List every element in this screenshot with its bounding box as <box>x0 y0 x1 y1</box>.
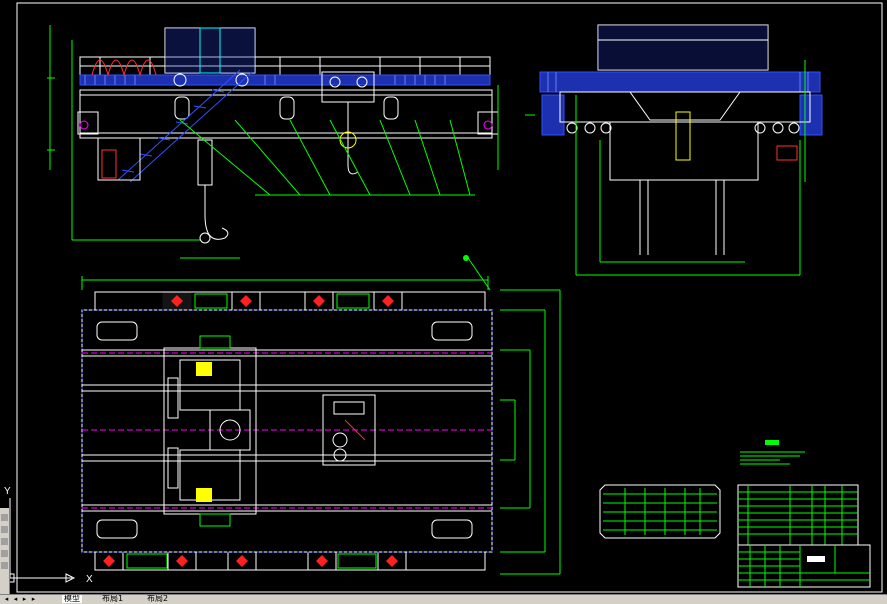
tab-layout-1[interactable]: 布局1 <box>102 594 124 603</box>
left-toolbar <box>0 508 10 594</box>
toolbar-tool-icon[interactable] <box>1 514 8 521</box>
title-block <box>737 544 871 588</box>
parameter-table <box>599 484 721 539</box>
side-elevation-view <box>525 24 823 276</box>
drawing-border <box>16 2 883 593</box>
front-elevation-view <box>47 25 499 259</box>
ucs-x-label: X <box>86 574 93 585</box>
nav-prev-icon[interactable]: ◂ <box>13 595 18 603</box>
plan-view <box>81 254 561 575</box>
toolbar-tool-icon[interactable] <box>1 526 8 533</box>
parts-list-table <box>737 484 859 546</box>
layout-tab-bar: ◂ ◂ ▸ ▸ 模型 布局1 布局2 <box>0 594 887 604</box>
tab-model[interactable]: 模型 <box>62 594 82 603</box>
nav-first-icon[interactable]: ◂ <box>4 595 9 603</box>
toolbar-tool-icon[interactable] <box>1 550 8 557</box>
ucs-axis-icon <box>5 498 76 583</box>
technical-notes <box>740 440 805 465</box>
toolbar-tool-icon[interactable] <box>1 562 8 569</box>
nav-last-icon[interactable]: ▸ <box>31 595 36 603</box>
tab-layout-2[interactable]: 布局2 <box>147 594 169 603</box>
toolbar-tool-icon[interactable] <box>1 538 8 545</box>
nav-next-icon[interactable]: ▸ <box>22 595 27 603</box>
ucs-y-label: Y <box>4 486 11 497</box>
